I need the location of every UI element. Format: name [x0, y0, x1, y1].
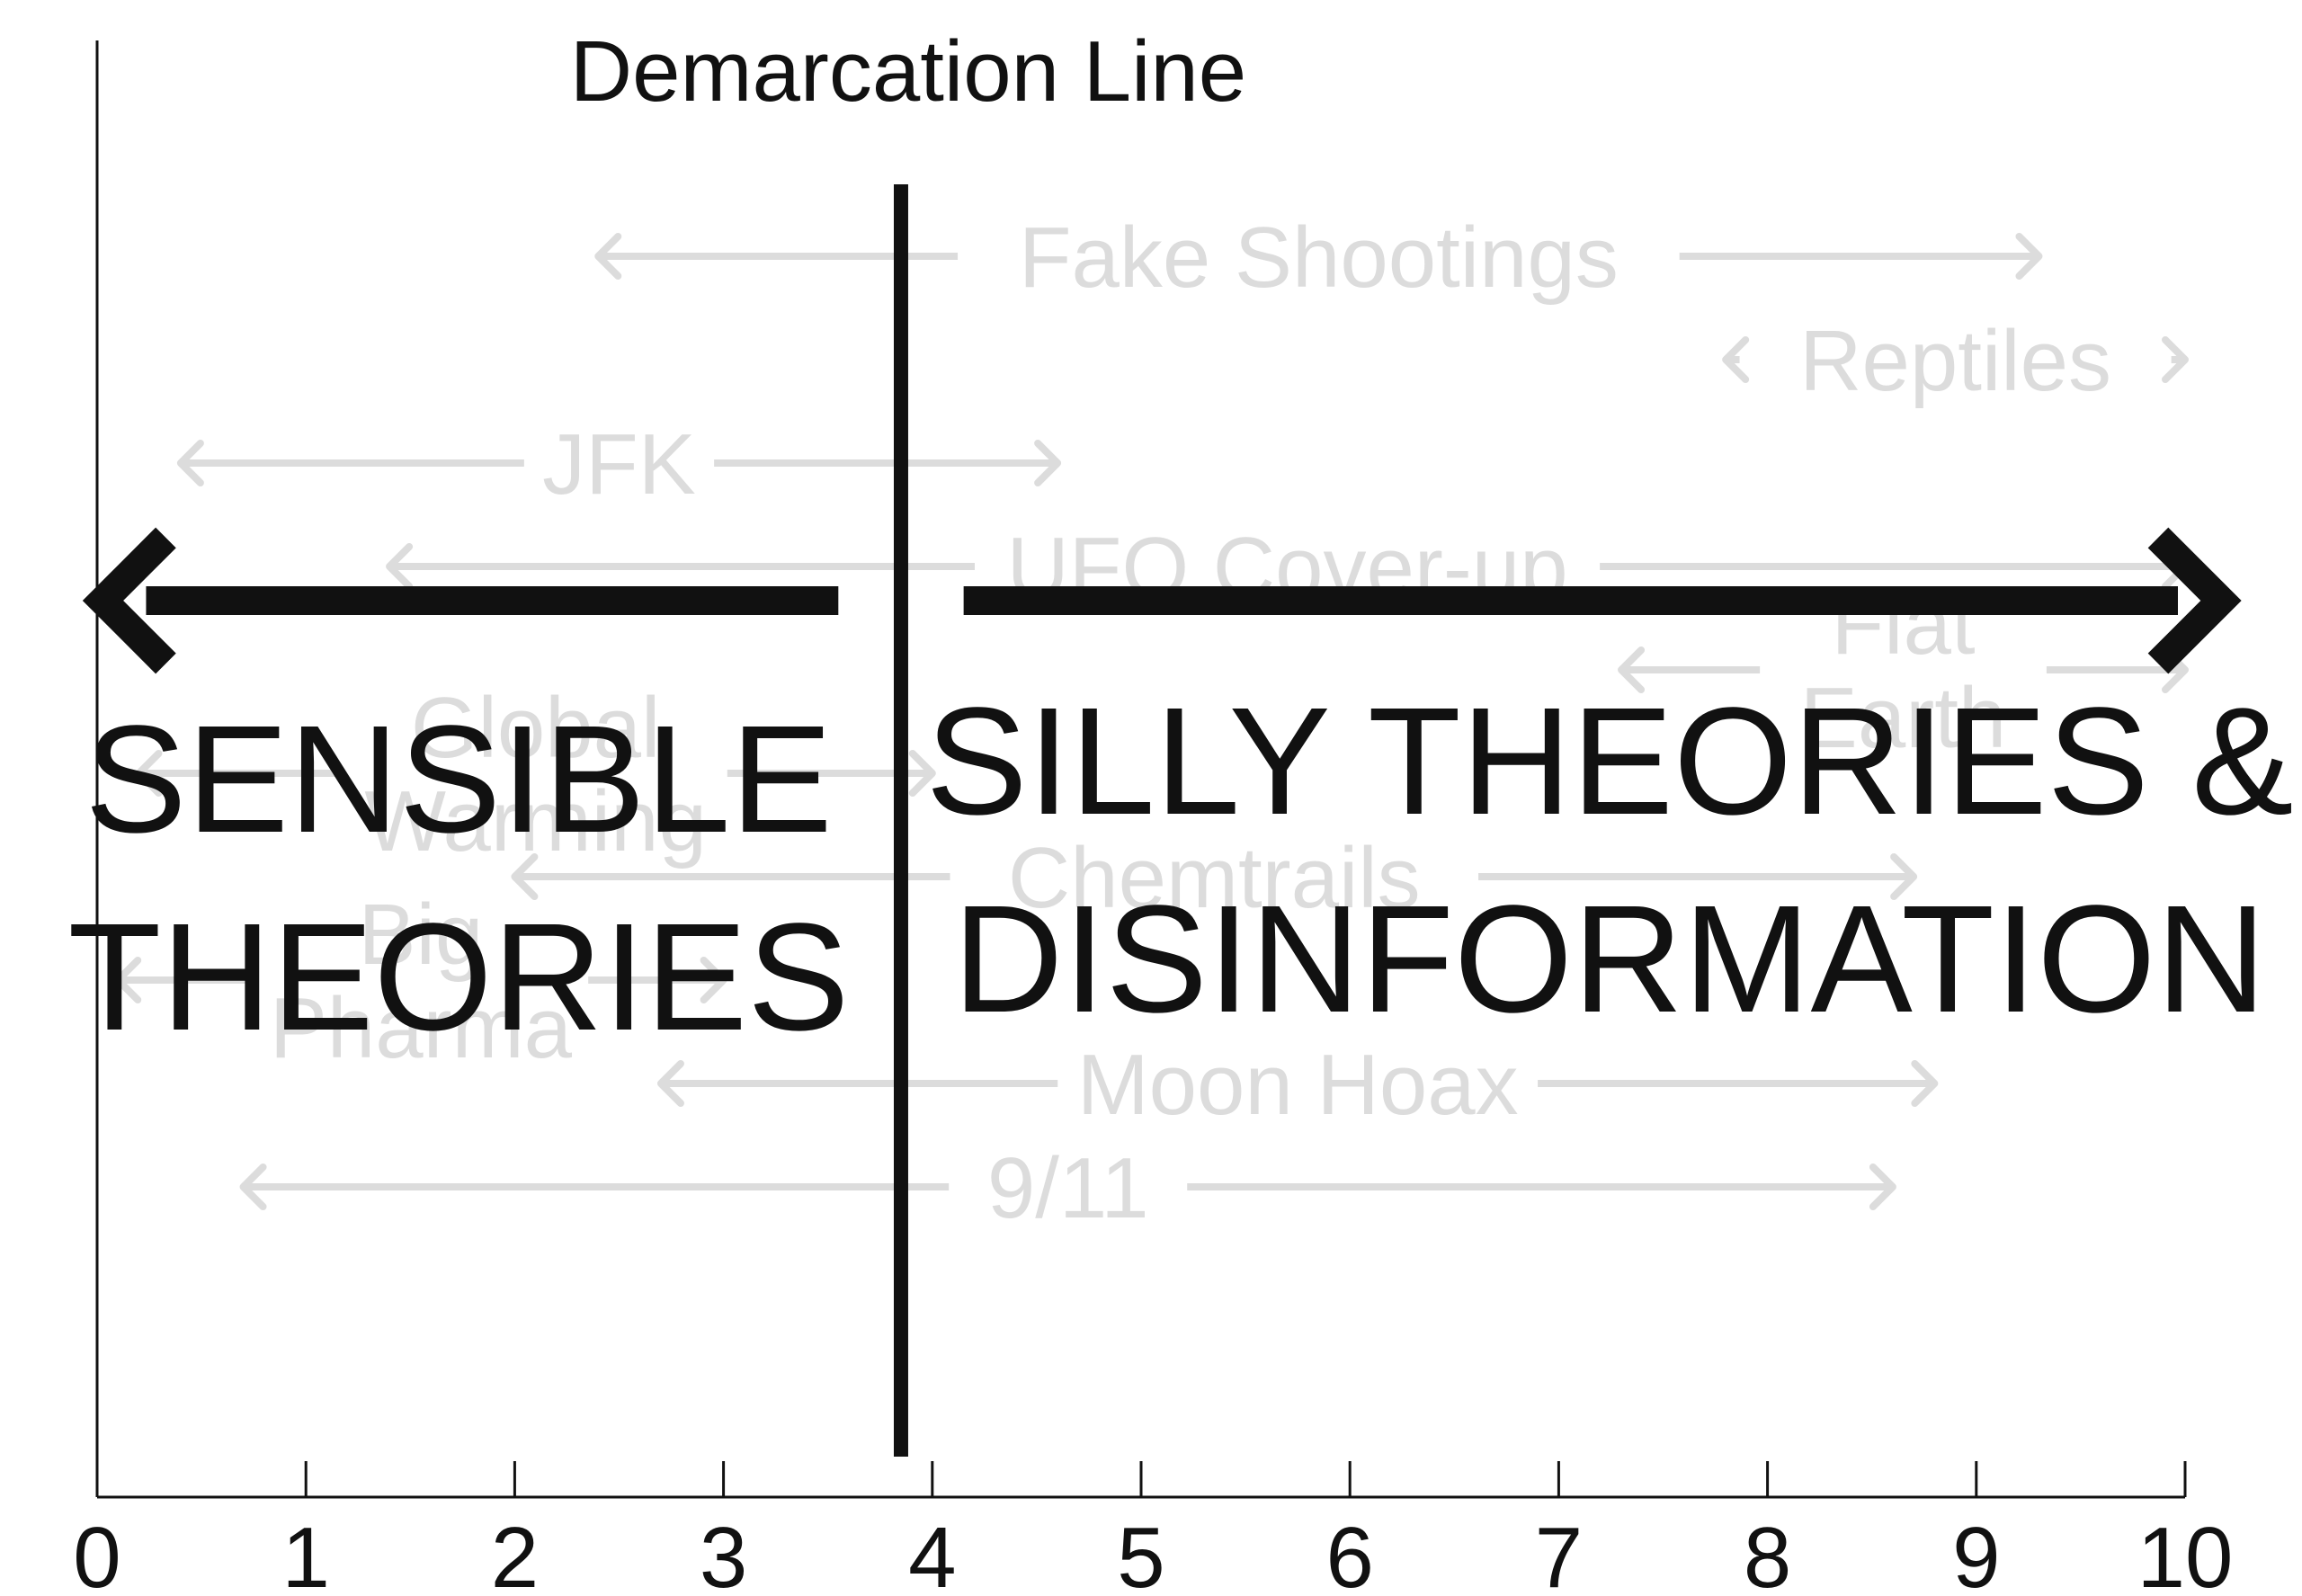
- region-label-line2: THEORIES: [67, 892, 849, 1063]
- theory-range: JFK: [176, 416, 1062, 513]
- region-label-line1: SILLY THEORIES &: [925, 676, 2293, 847]
- theory-label: JFK: [542, 416, 696, 513]
- region-label-line1: SENSIBLE: [85, 694, 833, 865]
- theory-arrow-right: [2162, 336, 2189, 383]
- theory-arrow-right: [2015, 233, 2043, 280]
- theory-arrow-left: [511, 853, 539, 900]
- theory-arrow-left: [1618, 646, 1646, 693]
- theory-label: Fake Shootings: [1019, 210, 1619, 306]
- x-tick-label-1: 1: [282, 1510, 330, 1596]
- region-silly: SILLY THEORIES & DISINFORMATION: [925, 527, 2294, 1045]
- x-tick-label-6: 6: [1326, 1510, 1374, 1596]
- theory-arrow-left: [1722, 336, 1750, 383]
- theory-range: Moon Hoax: [656, 1037, 1939, 1133]
- theory-arrow-left: [135, 750, 163, 797]
- theory-label: Global: [411, 680, 661, 776]
- x-tick-label-8: 8: [1744, 1510, 1791, 1596]
- x-tick-label-7: 7: [1535, 1510, 1583, 1596]
- x-tick-label-10: 10: [2137, 1510, 2234, 1596]
- theory-range: Fake Shootings: [594, 210, 2043, 306]
- theory-arrow-right: [1034, 440, 1062, 486]
- region-sensible: SENSIBLE THEORIES: [67, 527, 850, 1063]
- theory-label: Warming: [364, 773, 706, 869]
- theory-range: 9/11: [239, 1140, 1896, 1236]
- theory-label: Reptiles: [1799, 313, 2111, 409]
- theory-label: 9/11: [987, 1140, 1149, 1236]
- theory-arrow-right: [1890, 853, 1918, 900]
- theory-arrow-left: [594, 233, 622, 280]
- axis-layer: 0 1 2 3 4 5 6 7 8 9 10: [73, 40, 2233, 1596]
- theory-label: Earth: [1800, 670, 2006, 766]
- theory-arrow-right: [1911, 1060, 1939, 1107]
- region-arrow-head: [82, 527, 176, 674]
- x-tick-label-4: 4: [908, 1510, 956, 1596]
- x-tick-label-9: 9: [1952, 1510, 2000, 1596]
- theory-label: Chemtrails: [1008, 830, 1421, 926]
- x-tick-label-5: 5: [1117, 1510, 1164, 1596]
- theory-arrow-left: [176, 440, 204, 486]
- x-tick-label-2: 2: [491, 1510, 539, 1596]
- theory-arrow-left: [656, 1060, 684, 1107]
- x-tick-label-3: 3: [700, 1510, 747, 1596]
- theory-arrow-left: [386, 543, 414, 590]
- theory-label: Moon Hoax: [1077, 1037, 1519, 1133]
- theory-range: Reptiles: [1722, 313, 2189, 409]
- region-layer: SENSIBLE THEORIES SILLY THEORIES & DISINFOR…: [67, 527, 2294, 1063]
- region-label-line2: DISINFORMATION: [953, 874, 2267, 1045]
- x-tick-label-0: 0: [73, 1510, 120, 1596]
- chart-title: Demarcation Line: [570, 23, 1246, 120]
- theory-arrow-right: [908, 750, 936, 797]
- theory-range: Chemtrails: [511, 830, 1918, 926]
- theory-label: Pharma: [270, 980, 573, 1076]
- theory-arrow-right: [700, 957, 727, 1003]
- region-arrow-head: [2147, 527, 2242, 674]
- theory-arrow-right: [1869, 1164, 1896, 1210]
- theory-arrow-left: [114, 957, 142, 1003]
- theory-arrow-left: [239, 1164, 267, 1210]
- theory-label: Big: [359, 887, 484, 983]
